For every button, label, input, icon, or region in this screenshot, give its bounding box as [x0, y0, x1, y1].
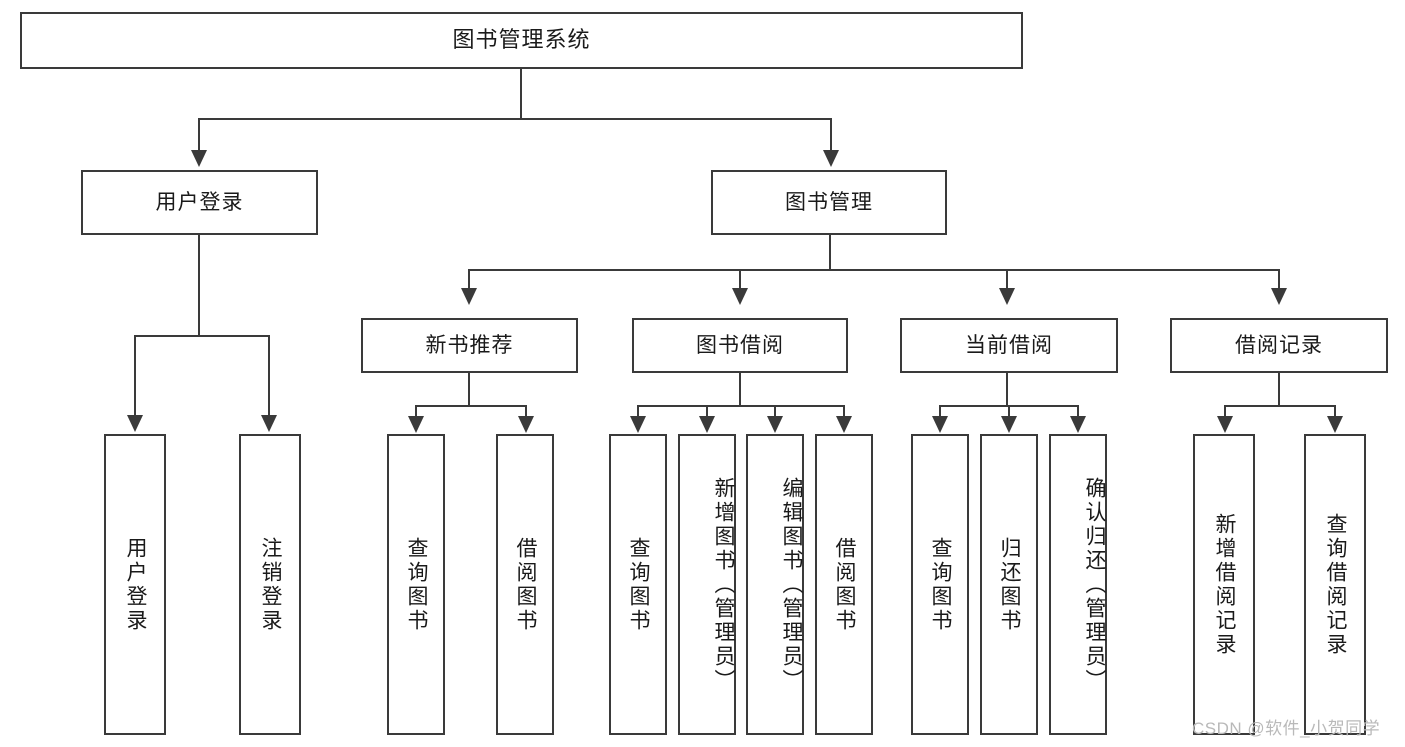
node-user-login[interactable]: 用户登录	[81, 170, 318, 235]
arrow-book-management	[823, 150, 839, 167]
arrow-leaf-edit-book	[767, 416, 783, 433]
connector-drop-new-book-recommend	[468, 269, 470, 291]
arrow-leaf-query-book-1	[408, 416, 424, 433]
node-leaf-query-record[interactable]: 查询借阅记录	[1304, 434, 1366, 735]
arrow-leaf-query-book-3	[932, 416, 948, 433]
node-leaf-add-book[interactable]: 新增图书（管理员）	[678, 434, 736, 735]
arrow-current-borrow	[999, 288, 1015, 305]
connector-book-management-stem	[829, 235, 831, 271]
node-book-borrow[interactable]: 图书借阅	[632, 318, 848, 373]
arrow-leaf-user-login	[127, 415, 143, 432]
connector-borrow-record-stem	[1278, 373, 1280, 406]
arrow-leaf-logout	[261, 415, 277, 432]
connector-book-borrow-bus	[637, 405, 845, 407]
connector-drop-leaf-query-book-2	[637, 405, 639, 419]
connector-drop-leaf-user-login	[134, 335, 136, 418]
connector-drop-book-borrow	[739, 269, 741, 291]
arrow-leaf-confirm-return	[1070, 416, 1086, 433]
arrow-leaf-return-book	[1001, 416, 1017, 433]
watermark-text: CSDN @软件_小贺同学	[1192, 719, 1381, 738]
node-leaf-logout[interactable]: 注销登录	[239, 434, 301, 735]
connector-drop-leaf-query-record	[1334, 405, 1336, 419]
connector-level2-bus	[468, 269, 1280, 271]
connector-drop-leaf-add-record	[1224, 405, 1226, 419]
connector-drop-borrow-record	[1278, 269, 1280, 291]
connector-drop-leaf-return-book	[1008, 405, 1010, 419]
node-leaf-query-book-2[interactable]: 查询图书	[609, 434, 667, 735]
node-leaf-query-book-3[interactable]: 查询图书	[911, 434, 969, 735]
connector-drop-leaf-logout	[268, 335, 270, 418]
connector-level1-bus	[198, 118, 832, 120]
arrow-borrow-record	[1271, 288, 1287, 305]
arrow-leaf-borrow-book-2	[836, 416, 852, 433]
arrow-leaf-query-book-2	[630, 416, 646, 433]
arrow-leaf-query-record	[1327, 416, 1343, 433]
node-root-system[interactable]: 图书管理系统	[20, 12, 1023, 69]
connector-borrow-record-bus	[1224, 405, 1336, 407]
connector-drop-leaf-query-book-1	[415, 405, 417, 419]
node-leaf-return-book[interactable]: 归还图书	[980, 434, 1038, 735]
node-leaf-borrow-book-1[interactable]: 借阅图书	[496, 434, 554, 735]
node-leaf-edit-book[interactable]: 编辑图书（管理员）	[746, 434, 804, 735]
node-leaf-confirm-return[interactable]: 确认归还（管理员）	[1049, 434, 1107, 735]
connector-new-book-recommend-stem	[468, 373, 470, 406]
connector-root-stem	[520, 69, 522, 118]
connector-drop-leaf-add-book	[706, 405, 708, 419]
arrow-leaf-borrow-book-1	[518, 416, 534, 433]
connector-drop-book-management	[830, 118, 832, 154]
connector-drop-leaf-borrow-book-2	[843, 405, 845, 419]
node-current-borrow[interactable]: 当前借阅	[900, 318, 1118, 373]
connector-user-login-bus	[134, 335, 269, 337]
arrow-user-login	[191, 150, 207, 167]
connector-drop-leaf-confirm-return	[1077, 405, 1079, 419]
arrow-leaf-add-book	[699, 416, 715, 433]
connector-current-borrow-stem	[1006, 373, 1008, 406]
connector-drop-leaf-query-book-3	[939, 405, 941, 419]
connector-drop-user-login	[198, 118, 200, 154]
arrow-leaf-add-record	[1217, 416, 1233, 433]
connector-drop-leaf-edit-book	[774, 405, 776, 419]
connector-drop-current-borrow	[1006, 269, 1008, 291]
node-book-management[interactable]: 图书管理	[711, 170, 947, 235]
connector-drop-leaf-borrow-book-1	[525, 405, 527, 419]
connector-user-login-stem	[198, 235, 200, 336]
node-borrow-record[interactable]: 借阅记录	[1170, 318, 1388, 373]
node-leaf-query-book-1[interactable]: 查询图书	[387, 434, 445, 735]
connector-new-book-recommend-bus	[415, 405, 527, 407]
node-leaf-borrow-book-2[interactable]: 借阅图书	[815, 434, 873, 735]
connector-book-borrow-stem	[739, 373, 741, 406]
node-leaf-user-login[interactable]: 用户登录	[104, 434, 166, 735]
node-leaf-add-record[interactable]: 新增借阅记录	[1193, 434, 1255, 735]
arrow-book-borrow	[732, 288, 748, 305]
node-new-book-recommend[interactable]: 新书推荐	[361, 318, 578, 373]
arrow-new-book-recommend	[461, 288, 477, 305]
